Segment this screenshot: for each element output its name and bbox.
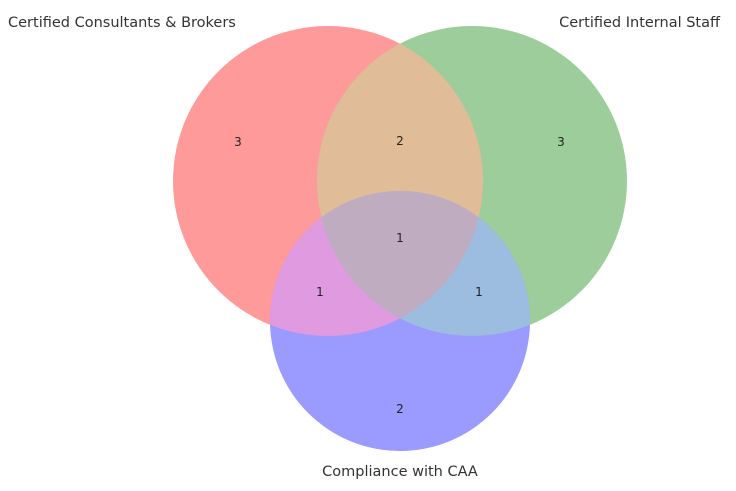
region-ac-count: 1: [316, 285, 324, 299]
region-abc-count: 1: [396, 231, 404, 245]
set-b-label: Certified Internal Staff: [559, 15, 721, 31]
region-ab-count: 2: [396, 134, 404, 148]
region-bc-count: 1: [475, 285, 483, 299]
set-c-label: Compliance with CAA: [322, 464, 478, 480]
set-a-label: Certified Consultants & Brokers: [8, 15, 236, 31]
region-a-only-count: 3: [234, 135, 242, 149]
region-b-only-count: 3: [557, 135, 565, 149]
region-c-only-count: 2: [396, 402, 404, 416]
